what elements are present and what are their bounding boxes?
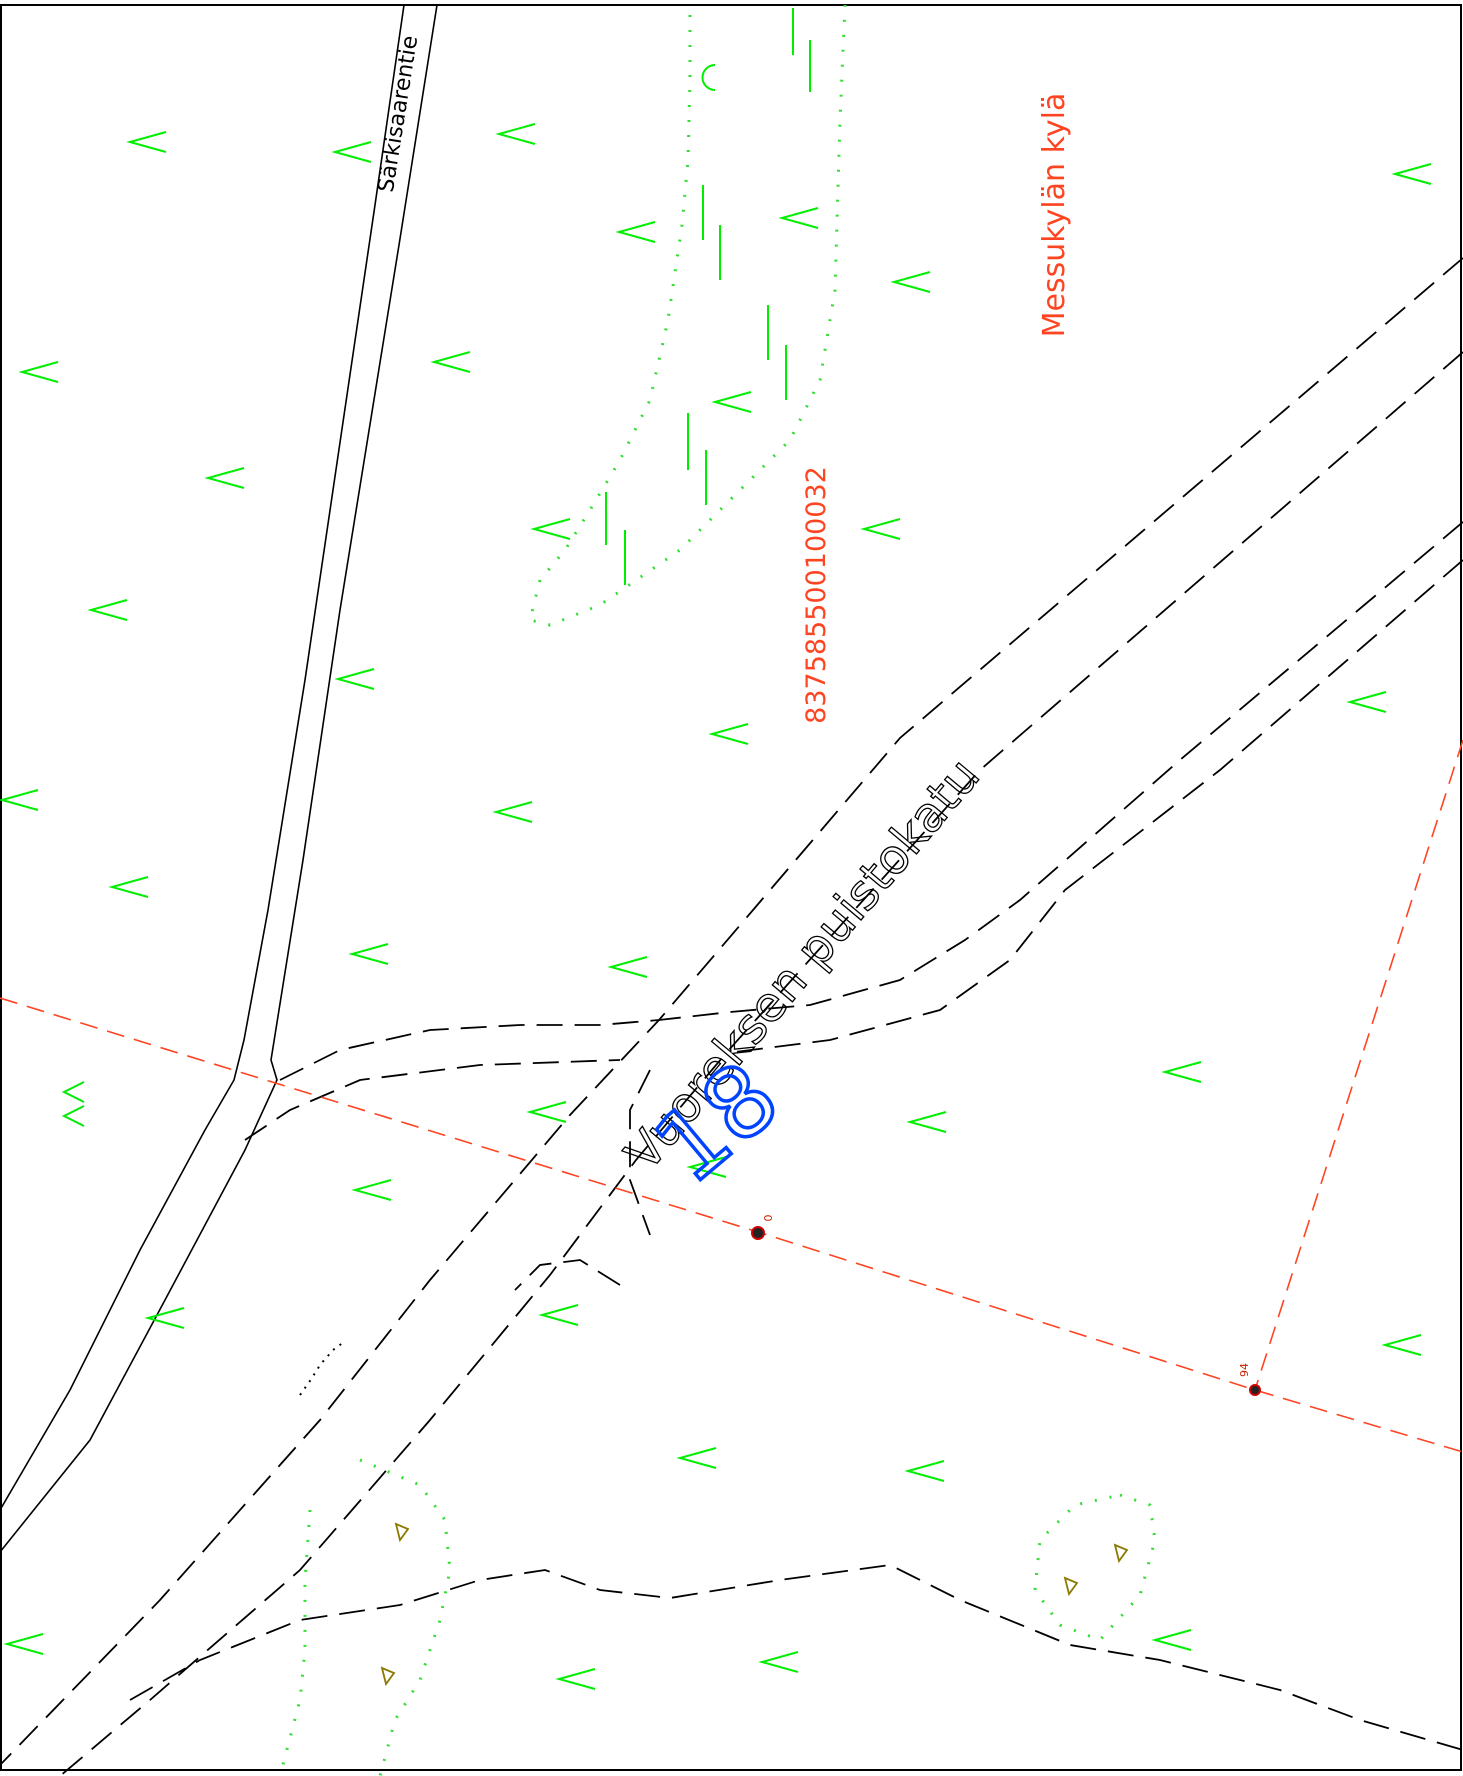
meadow-symbol-small [61,1081,85,1103]
property-boundary [0,739,1463,1453]
map-border [0,4,1462,1771]
meadow-symbol-small [61,1105,85,1127]
reed-arc [701,64,716,91]
road-sarkisaarentie [0,4,438,1553]
boundary-point-label-2: 94 [1238,1363,1251,1377]
village-label: Messukylän kylä [1037,93,1072,338]
boundary-point-2 [1249,1384,1261,1396]
boundary-point-label-1: 0 [762,1215,775,1222]
reed-symbols [605,8,811,585]
boundary-points [751,1226,1261,1396]
road-vuoreksen-puistokatu [0,257,1463,1776]
boundary-point-1 [751,1226,765,1240]
vegetation-areas [278,4,1157,1776]
parcel-id-label: 837585500100032 [801,466,832,724]
